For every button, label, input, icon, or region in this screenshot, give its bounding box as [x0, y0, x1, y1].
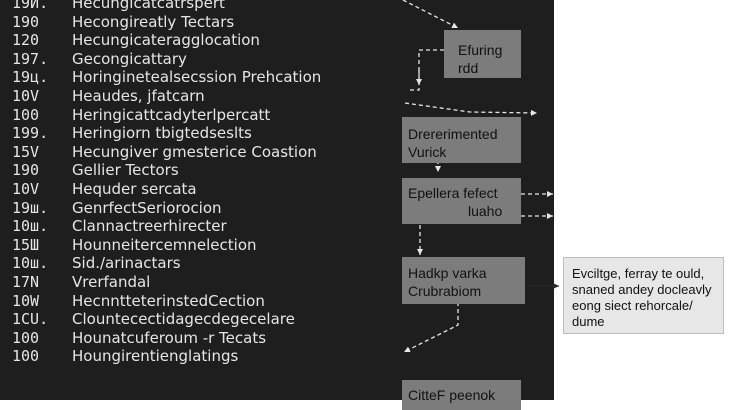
row-label: HecnntteterinstedCection	[72, 291, 265, 310]
row-number: 15V	[12, 142, 40, 161]
row-label: Gecongicattary	[72, 49, 187, 68]
list-item: 190 Hecongireatly Tectars	[0, 13, 400, 31]
row-number: 17N	[12, 273, 40, 291]
list-item: 19ц. Horinginetealsecssion Prehcation	[0, 68, 400, 86]
row-number: 197.	[12, 49, 49, 68]
note-line-1: Evciltge, ferray te ould,	[572, 266, 705, 281]
list-item: 190 Gellier Tectors	[0, 161, 400, 179]
list-item: 10ш. Sid./arinactars	[0, 254, 400, 272]
row-number: 100	[12, 105, 40, 124]
list-item: 1CU. Clountecectidagecdegecelare	[0, 310, 400, 328]
list-item: 100 Hounatcuferoum -r Tecats	[0, 329, 400, 347]
diagram-canvas: 19И. Hecungicatcatrspert 190 Hecongireatly …	[0, 0, 724, 410]
note-line-2: snaned andey docleavly	[572, 282, 712, 297]
connector-hadkep-down	[403, 295, 459, 353]
note-line-3: eong siect rehorcale/	[572, 298, 693, 313]
row-label: Hecungicatcatrspert	[72, 0, 225, 12]
list-item: 199. Heringiorn tbigtedseslts	[0, 124, 400, 142]
box-epellera-line-2: luaho	[468, 203, 503, 219]
box-epellera-line-1: Epellera fefect	[408, 185, 498, 201]
note-card: Evciltge, ferray te ould, snaned andey d…	[563, 257, 724, 334]
list-item: 120 Hecungicateragglocation	[0, 31, 400, 49]
box-efuring-line-1: Efuring	[458, 42, 503, 58]
row-list: 19И. Hecungicatcatrspert 190 Hecongireatly …	[0, 0, 400, 365]
row-label: Clannactreerhirecter	[72, 217, 227, 236]
box-efuring: Efuring rdd	[444, 30, 521, 78]
connector-top	[402, 0, 459, 29]
list-item: 100 Houngirentienglatings	[0, 347, 400, 365]
list-item: 17N Vrerfandal	[0, 273, 400, 291]
list-item: 19И. Hecungicatcatrspert	[0, 0, 400, 12]
box-cittl: CitteF peenok	[402, 380, 521, 410]
row-label: Hequder sercata	[72, 180, 197, 198]
row-number: 10ш.	[12, 217, 49, 236]
row-label: Heringicattcadyterlpercatt	[72, 105, 271, 124]
row-number: 15Ш	[12, 235, 40, 254]
row-label: Gellier Tectors	[72, 161, 179, 180]
row-number: 10V	[12, 87, 40, 105]
box-cittl-line-1: CitteF peenok	[408, 387, 496, 403]
list-item: 15V Hecungiver gmesterice Coastion	[0, 143, 400, 161]
row-number: 199.	[12, 124, 49, 143]
row-number: 190	[12, 12, 40, 31]
list-item: 10V Hequder sercata	[0, 180, 400, 198]
row-label: Vrerfandal	[72, 273, 151, 291]
row-label: Hecungiver gmesterice Coastion	[72, 142, 317, 161]
box-efuring-line-2: rdd	[458, 60, 479, 76]
row-label: Hecungicateragglocation	[72, 31, 260, 50]
row-number: 10V	[12, 180, 40, 198]
row-label: Sid./arinactars	[72, 254, 181, 273]
box-hadkep-line-2: Crubrabiom	[408, 283, 482, 299]
box-drererimented: Drererimented Vurick	[402, 117, 521, 163]
row-label: Houngirentienglatings	[72, 347, 239, 366]
box-hadkep: Hadkр varka Crubrabiom	[402, 257, 525, 304]
row-number: 1CU.	[12, 310, 49, 329]
box-epellera: Epellera fefect luaho	[402, 178, 521, 224]
connector-efuring-left	[407, 49, 444, 91]
list-item: 19ш. GenrfectSeriorocion	[0, 199, 400, 217]
row-number: 10ш.	[12, 254, 49, 273]
row-label: Horinginetealsecssion Prehcation	[72, 68, 322, 87]
box-hadkep-line-1: Hadkр varka	[408, 265, 487, 281]
row-number: 10W	[12, 291, 40, 310]
row-number: 100	[12, 347, 40, 366]
list-item: 100 Heringicattcadyterlpercatt	[0, 106, 400, 124]
note-line-4: dume	[572, 314, 605, 329]
connector-row5-to-right	[404, 102, 538, 116]
row-number: 19И.	[12, 0, 49, 12]
row-label: Hounneitercemnelection	[72, 235, 257, 254]
box-drererimented-line-1: Drererimented	[408, 126, 498, 142]
connector-layer	[402, 0, 559, 353]
list-item: 10W HecnntteterinstedCection	[0, 292, 400, 310]
row-number: 19ш.	[12, 198, 49, 217]
row-label: Heaudes, jfatcarn	[72, 87, 205, 105]
box-drererimented-line-2: Vurick	[408, 144, 447, 160]
row-label: GenrfectSeriorocion	[72, 198, 222, 217]
row-label: Clountecectidagecdegecelare	[72, 310, 295, 329]
row-number: 100	[12, 328, 40, 347]
row-number: 19ц.	[12, 68, 49, 87]
list-item: 10V Heaudes, jfatcarn	[0, 87, 400, 105]
row-number: 190	[12, 161, 40, 180]
list-item: 197. Gecongicattary	[0, 50, 400, 68]
list-item: 15Ш Hounneitercemnelection	[0, 236, 400, 254]
row-label: Heringiorn tbigtedseslts	[72, 124, 252, 143]
row-label: Hounatcuferoum -r Tecats	[72, 328, 267, 347]
row-number: 120	[12, 31, 40, 50]
list-item: 10ш. Clannactreerhirecter	[0, 217, 400, 235]
row-label: Hecongireatly Tectars	[72, 12, 235, 31]
